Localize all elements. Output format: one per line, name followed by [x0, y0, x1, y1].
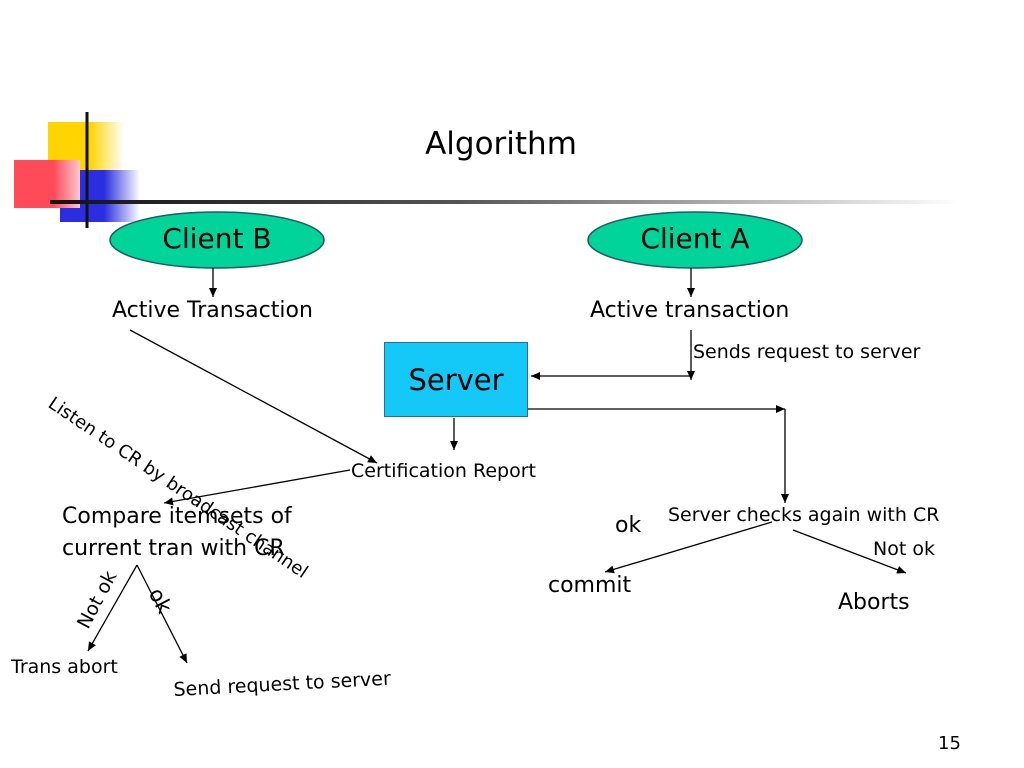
slide-logo: [14, 112, 140, 228]
title-rule: [50, 200, 960, 204]
client-a-node: [587, 211, 803, 269]
slide-title: Algorithm: [425, 126, 577, 162]
trans-abort-label: Trans abort: [11, 656, 118, 678]
arrow-checks-to-aborts: [792, 529, 907, 574]
server-checks-label: Server checks again with CR: [668, 504, 940, 526]
arrow-compare-to-abort: [87, 564, 138, 652]
ok-right-label: ok: [615, 513, 642, 538]
client-b-label: Client B: [162, 222, 272, 255]
server-label: Server: [408, 362, 504, 397]
client-b-node: [109, 211, 325, 269]
compare-line-2: current tran with CR: [62, 536, 285, 561]
server-node: Server: [384, 342, 528, 417]
client-a-label: Client A: [640, 222, 750, 255]
page-number: 15: [938, 733, 961, 754]
sends-request-label: Sends request to server: [693, 341, 921, 363]
arrow-listen-to-report: [129, 329, 378, 464]
compare-line-1: Compare itemsets of: [62, 504, 292, 529]
active-transaction-b: Active Transaction: [112, 298, 313, 323]
arrow-checks-to-commit: [604, 521, 773, 574]
commit-label: commit: [548, 573, 632, 598]
certification-report-label: Certification Report: [351, 460, 536, 482]
not-ok-right-label: Not ok: [873, 538, 935, 560]
arrow-compare-to-send: [136, 564, 188, 664]
arrow-report-to-compare: [163, 469, 351, 506]
aborts-label: Aborts: [838, 590, 910, 615]
active-transaction-a: Active transaction: [590, 298, 790, 323]
